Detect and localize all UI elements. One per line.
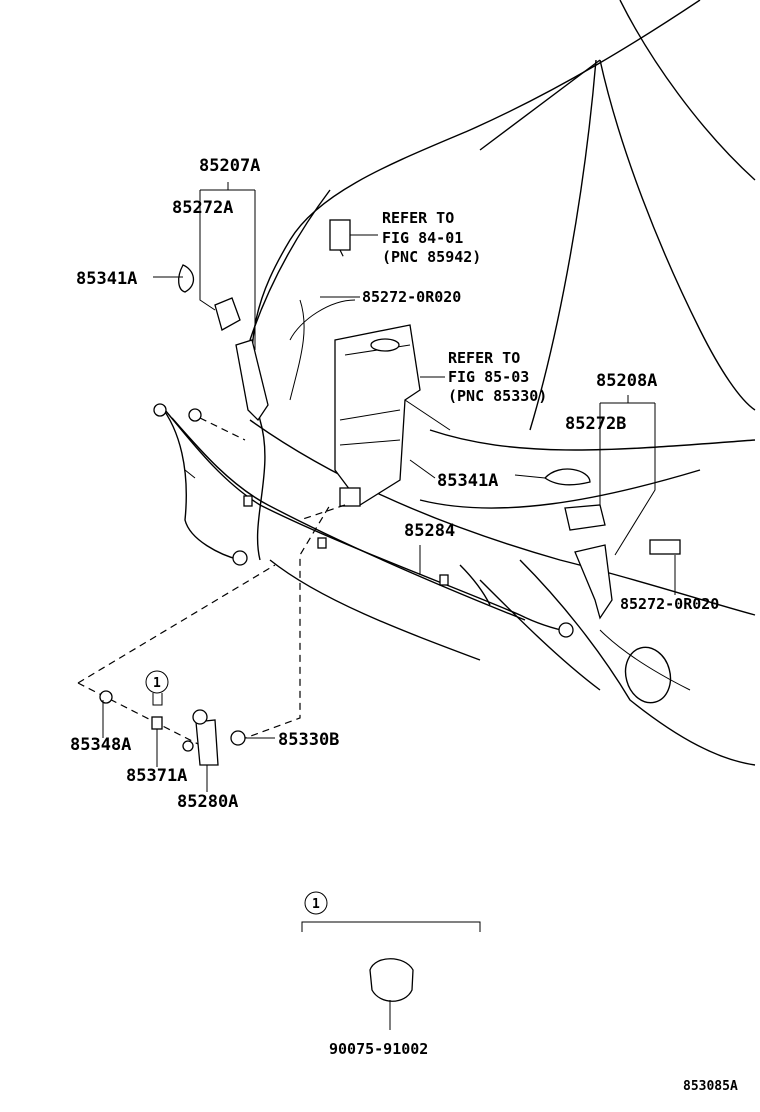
refer2-line2: FIG 85-03	[448, 368, 529, 386]
pump-parts	[99, 670, 275, 792]
leader-lines	[320, 296, 445, 575]
refer2-line3: (PNC 85330)	[448, 387, 547, 405]
sensor-part	[329, 219, 378, 251]
label-85207A: 85207A	[199, 156, 260, 176]
callout-1-clamp: 1	[312, 897, 320, 912]
car-body-outline	[249, 0, 756, 766]
washer-hose	[153, 403, 574, 638]
label-85280A: 85280A	[177, 792, 238, 812]
label-90075-91002: 90075-91002	[329, 1040, 428, 1058]
label-85272B: 85272B	[565, 414, 626, 434]
diagram-id: 853085A	[683, 1079, 738, 1094]
refer2-line1: REFER TO	[448, 349, 520, 367]
left-nozzle-assembly	[153, 182, 269, 422]
washer-tank	[334, 324, 451, 507]
label-85330B: 85330B	[278, 730, 339, 750]
callout-1-pump: 1	[153, 676, 161, 691]
reference-dashes	[77, 249, 346, 746]
label-85341A-left: 85341A	[76, 269, 137, 289]
label-85348A: 85348A	[70, 735, 131, 755]
label-85371A: 85371A	[126, 766, 187, 786]
label-85208A: 85208A	[596, 371, 657, 391]
right-nozzle-assembly	[514, 395, 681, 620]
clamp-detail	[301, 891, 481, 1030]
label-85284: 85284	[404, 521, 455, 541]
label-85341A-right: 85341A	[437, 471, 498, 491]
label-85272-0R020-right: 85272-0R020	[620, 595, 719, 613]
labels: 85207A 85272A 85341A REFER TO FIG 84-01 …	[70, 156, 738, 1094]
label-85272A: 85272A	[172, 198, 233, 218]
label-85272-0R020-top: 85272-0R020	[362, 288, 461, 306]
refer1-line3: (PNC 85942)	[382, 248, 481, 266]
refer1-line2: FIG 84-01	[382, 229, 463, 247]
refer1-line1: REFER TO	[382, 209, 454, 227]
